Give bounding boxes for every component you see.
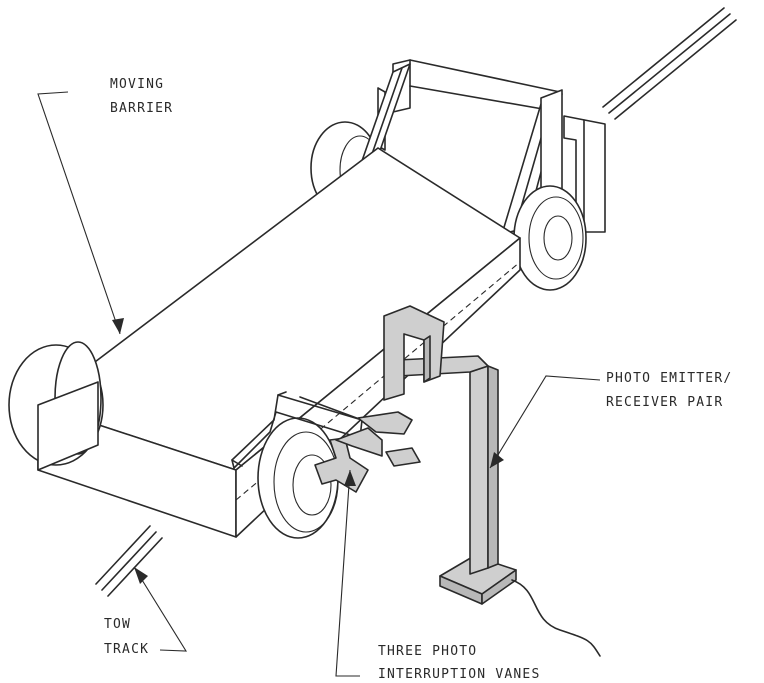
rear-assembly — [310, 59, 606, 235]
tow-track — [95, 7, 737, 597]
left-front-wheel — [8, 341, 104, 471]
label-vanes-line1: THREE PHOTO — [378, 644, 477, 659]
label-moving-barrier-line2: BARRIER — [110, 101, 173, 116]
label-tow-track-line2: TRACK — [104, 642, 149, 657]
photo-emitter-receiver — [383, 305, 601, 657]
label-vanes-line2: INTERRUPTION VANES — [378, 667, 540, 682]
labels: MOVING BARRIER PHOTO EMITTER/ RECEIVER P… — [104, 77, 732, 682]
label-photo-pair-line2: RECEIVER PAIR — [606, 395, 723, 410]
label-tow-track-line1: TOW — [104, 617, 131, 632]
label-moving-barrier-line1: MOVING — [110, 77, 164, 92]
label-photo-pair-line1: PHOTO EMITTER/ — [606, 371, 732, 386]
right-rear-wheel — [513, 185, 587, 291]
photo-interruption-vanes — [314, 411, 421, 493]
leader-lines — [37, 91, 601, 677]
